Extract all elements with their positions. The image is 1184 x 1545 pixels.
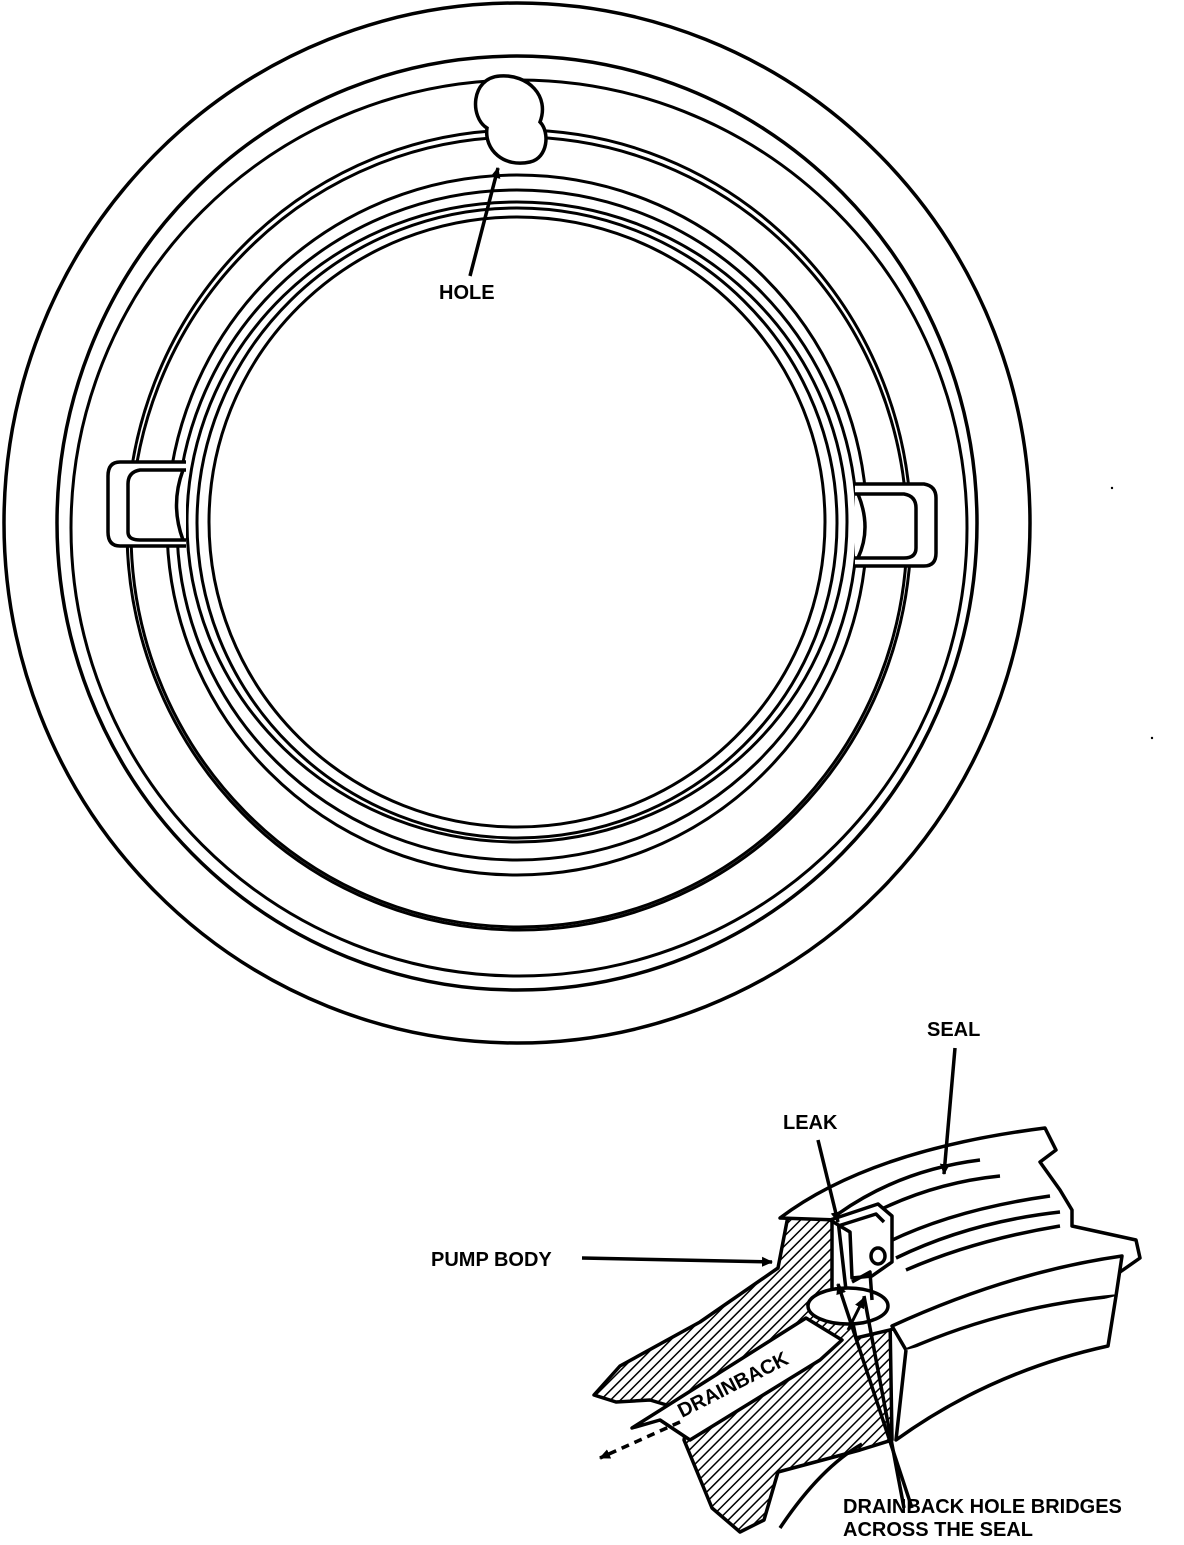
seal-ring-outer [165,173,869,877]
speck [1110,486,1114,490]
seal-cutaway [592,1126,1142,1534]
pump-body-leader-arrow [581,1256,773,1267]
groove-ring-inner [129,135,909,929]
hole-label: HOLE [439,282,495,304]
hole [473,74,548,165]
bridge-label-line2: ACROSS THE SEAL [843,1519,1033,1540]
bore-edge [207,215,827,829]
hole-leader-arrow [468,167,501,277]
bridge-leader-arrow-3 [846,1297,866,1331]
seal-ring-lip [175,188,859,862]
left-lug [106,460,186,548]
leak-label: LEAK [783,1112,838,1134]
seal-leader-arrow [939,1047,957,1175]
seal-ring-inner-1 [185,200,849,844]
drainback-flow-arrow [599,1420,681,1460]
bridge-leader-arrow-2 [862,1295,906,1509]
seal-ring-inner-2 [195,206,839,840]
outer-ring-inner-edge [55,54,979,992]
pump-body-label: PUMP BODY [431,1249,552,1271]
leak-leader-arrow [816,1139,841,1223]
housing-front-face [890,1254,1124,1352]
right-lug [855,482,938,568]
bridge-leader-arrow-1 [836,1283,914,1509]
drainback-channel [630,1316,844,1442]
speck [1150,736,1154,740]
outer-ring [2,1,1032,1045]
bridge-label-line1: DRAINBACK HOLE BRIDGES [843,1496,1122,1518]
seal-label: SEAL [927,1019,980,1041]
